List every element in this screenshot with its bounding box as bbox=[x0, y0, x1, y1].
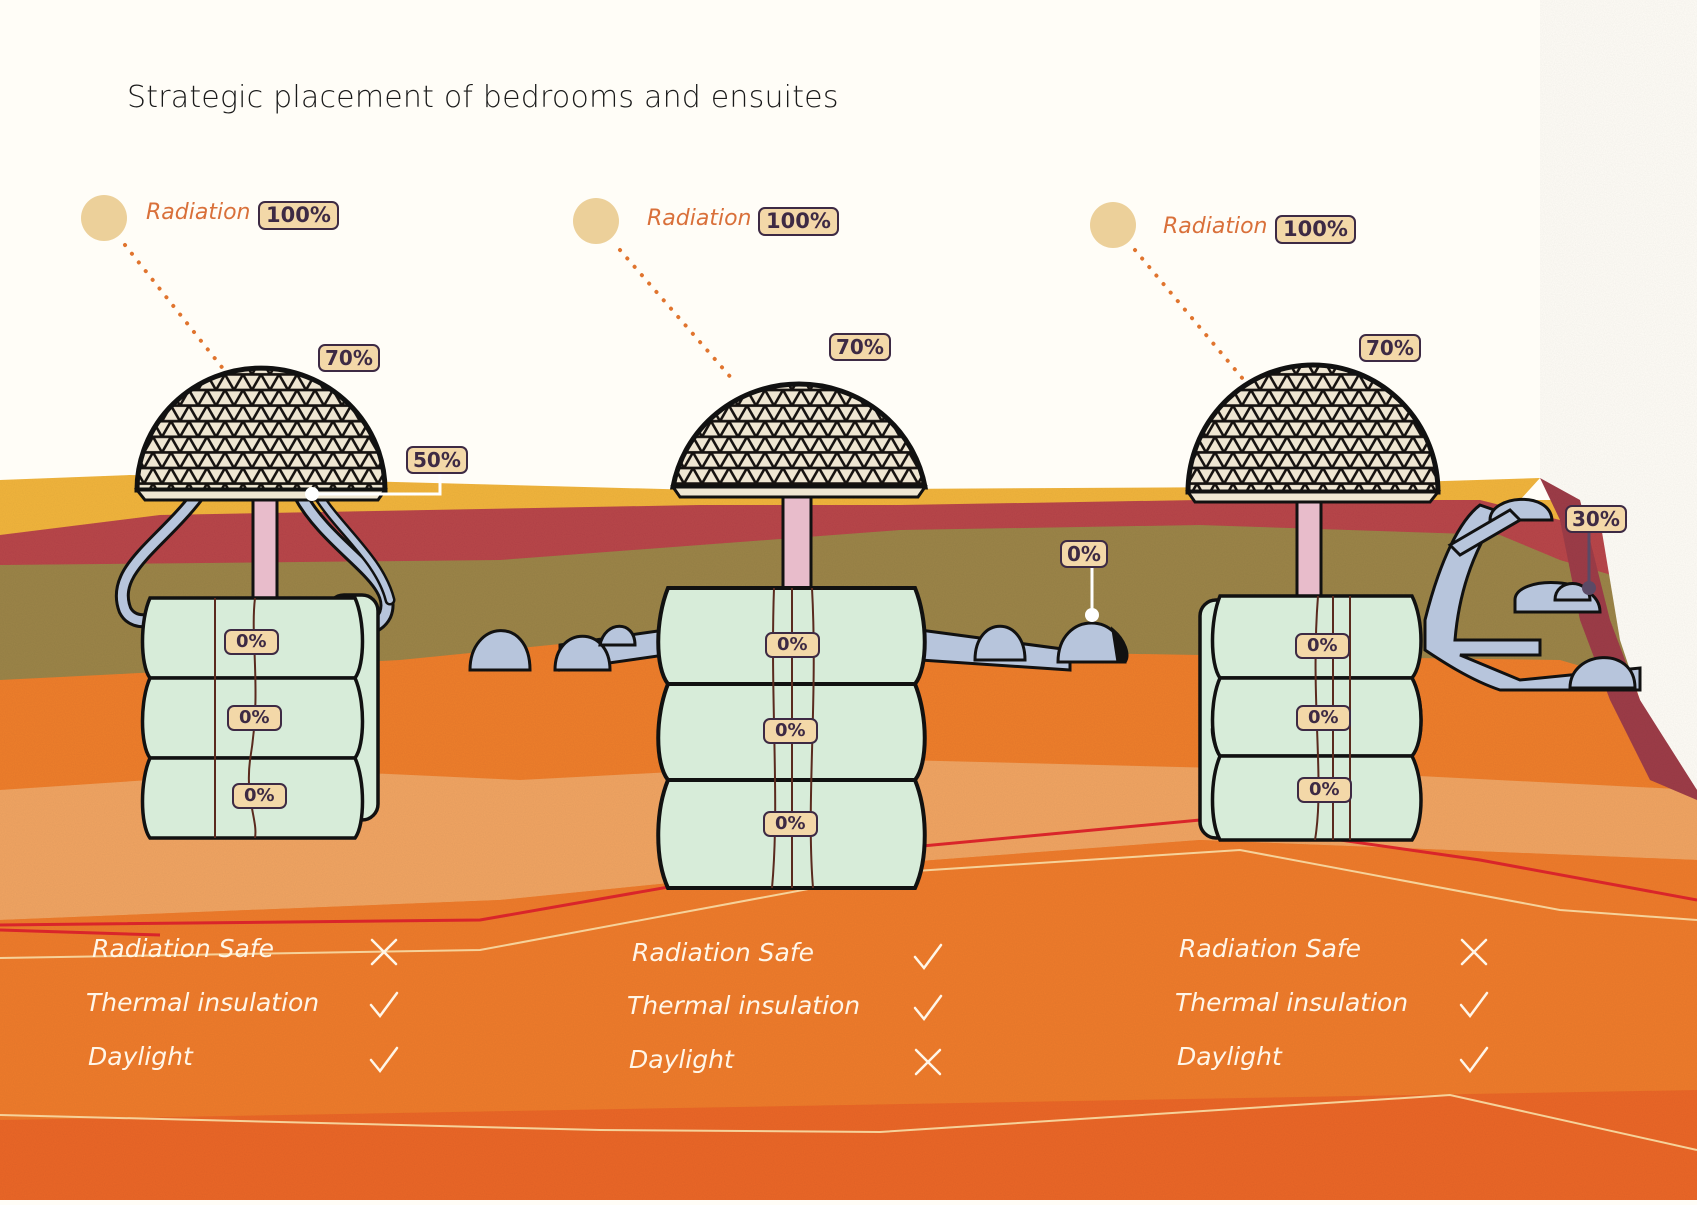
radiation-value-center: 100% bbox=[758, 207, 839, 236]
leader-line-50 bbox=[312, 474, 442, 496]
criterion-right-daylight: Daylight bbox=[1177, 1042, 1282, 1071]
radiation-ray-right bbox=[1133, 248, 1250, 387]
sun-icon-center bbox=[573, 198, 619, 244]
leader-dot-0-pod bbox=[1085, 608, 1099, 622]
cross-icon-center-2 bbox=[914, 1048, 942, 1076]
leader-dot-30 bbox=[1582, 581, 1596, 595]
geodesic-dome-center bbox=[669, 381, 929, 499]
check-icon-right-2 bbox=[1459, 1046, 1489, 1074]
radiation-ray-left bbox=[123, 243, 234, 382]
extra-value-left: 50% bbox=[406, 446, 468, 474]
criterion-center-thermal: Thermal insulation bbox=[627, 991, 861, 1020]
geodesic-dome-left bbox=[133, 365, 388, 502]
cross-icon-right-0 bbox=[1460, 938, 1488, 966]
cross-icon-left-0 bbox=[370, 938, 398, 966]
dome-value-right: 70% bbox=[1359, 334, 1421, 362]
module-value-center-1: 0% bbox=[765, 632, 820, 658]
criterion-left-thermal: Thermal insulation bbox=[86, 988, 320, 1017]
module-value-right-2: 0% bbox=[1296, 705, 1351, 731]
check-icon-center-0 bbox=[913, 943, 943, 971]
extra-value-right: 30% bbox=[1565, 505, 1627, 533]
radiation-label-left: Radiation bbox=[146, 200, 251, 225]
module-value-right-1: 0% bbox=[1295, 633, 1350, 659]
criterion-center-daylight: Daylight bbox=[629, 1045, 734, 1074]
dome-value-center: 70% bbox=[829, 333, 891, 361]
branching-pods-right bbox=[1423, 497, 1642, 692]
shaft-right bbox=[1295, 488, 1323, 598]
module-value-left-3: 0% bbox=[232, 783, 287, 809]
sun-icon-right bbox=[1090, 202, 1136, 248]
check-icon-left-1 bbox=[369, 991, 399, 1019]
leader-dot-50 bbox=[305, 487, 319, 501]
radiation-value-right: 100% bbox=[1275, 215, 1356, 244]
criteria-marks bbox=[369, 938, 1489, 1076]
criterion-left-daylight: Daylight bbox=[88, 1042, 193, 1071]
criterion-right-thermal: Thermal insulation bbox=[1175, 988, 1409, 1017]
module-value-center-2: 0% bbox=[763, 718, 818, 744]
module-value-left-1: 0% bbox=[224, 629, 279, 655]
module-value-left-2: 0% bbox=[227, 705, 282, 731]
module-value-right-3: 0% bbox=[1297, 777, 1352, 803]
dome-value-left: 70% bbox=[318, 344, 380, 372]
module-value-center-3: 0% bbox=[763, 811, 818, 837]
strata-lines bbox=[0, 818, 1697, 1151]
shaft-left bbox=[251, 488, 279, 600]
criterion-right-radiation-safe: Radiation Safe bbox=[1179, 934, 1362, 963]
radiation-value-left: 100% bbox=[258, 201, 339, 230]
extra-value-center: 0% bbox=[1060, 540, 1108, 568]
criterion-left-radiation-safe: Radiation Safe bbox=[92, 934, 275, 963]
radiation-label-center: Radiation bbox=[647, 206, 752, 231]
radiation-ray-center bbox=[618, 248, 735, 382]
check-icon-right-1 bbox=[1459, 991, 1489, 1019]
radiation-label-right: Radiation bbox=[1163, 214, 1268, 239]
page-title: Strategic placement of bedrooms and ensu… bbox=[127, 80, 839, 115]
check-icon-center-1 bbox=[913, 994, 943, 1022]
unit-left bbox=[114, 365, 442, 840]
geodesic-dome-right bbox=[1185, 362, 1442, 504]
criterion-center-radiation-safe: Radiation Safe bbox=[632, 938, 815, 967]
side-pods-left-of-center bbox=[468, 624, 667, 672]
shaft-center bbox=[781, 488, 813, 592]
sun-icon-left bbox=[81, 195, 127, 241]
side-pods-right-of-center bbox=[918, 621, 1129, 672]
check-icon-left-2 bbox=[369, 1046, 399, 1074]
